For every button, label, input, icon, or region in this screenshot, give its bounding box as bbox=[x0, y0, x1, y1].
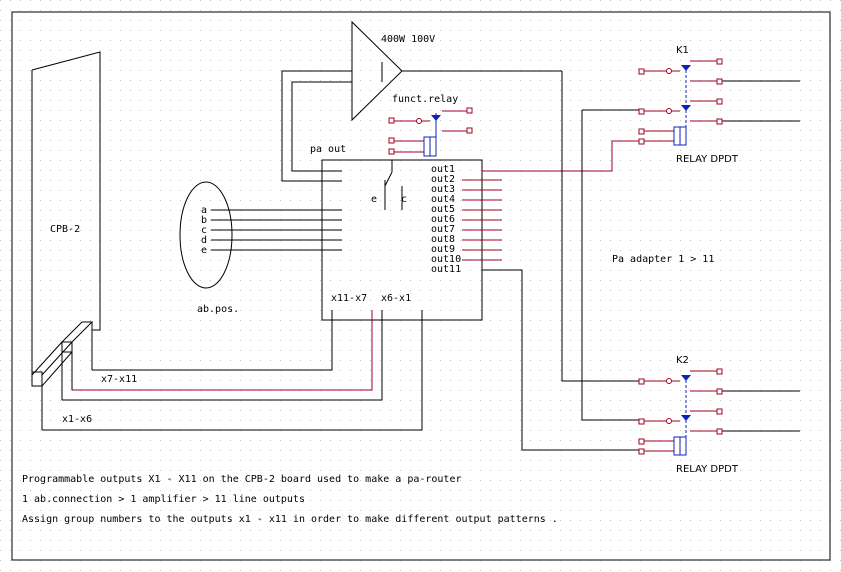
ab-letter: c bbox=[201, 225, 207, 236]
out-label: out2 bbox=[431, 174, 455, 185]
out-label: out1 bbox=[431, 164, 455, 175]
cpb2-board: CPB-2 bbox=[31, 51, 101, 387]
out-label: out3 bbox=[431, 184, 455, 195]
drawing-frame bbox=[11, 11, 831, 561]
x1-x6-label: x1-x6 bbox=[62, 414, 92, 425]
out-label: out7 bbox=[431, 224, 455, 235]
ab-letter: a bbox=[201, 205, 207, 216]
k1-label: K1 bbox=[676, 45, 689, 56]
cpb2-label: CPB-2 bbox=[50, 224, 80, 235]
out-label: out11 bbox=[431, 264, 461, 275]
x7-x11-label: x7-x11 bbox=[101, 374, 137, 385]
ab-letter: e bbox=[201, 245, 207, 256]
pa-adapter-label: Pa adapter 1 > 11 bbox=[612, 254, 714, 265]
k2-label: K2 bbox=[676, 355, 689, 366]
pa-router-box: e c x11-x7 x6-x1 out1out2out3out4out5out… bbox=[321, 159, 502, 321]
pa-out-label: pa out bbox=[310, 144, 346, 155]
note-line-3: Assign group numbers to the outputs x1 -… bbox=[22, 514, 558, 525]
relay-k2 bbox=[638, 368, 800, 456]
x11-x7-label: x11-x7 bbox=[331, 293, 367, 304]
cpb2-wiring: x7-x11 x1-x6 bbox=[41, 310, 423, 431]
note-line-1: Programmable outputs X1 - X11 on the CPB… bbox=[22, 474, 462, 485]
funct-relay-label: funct.relay bbox=[392, 94, 458, 105]
relay2-label: RELAY DPDT bbox=[676, 464, 739, 475]
note-line-2: 1 ab.connection > 1 amplifier > 11 line … bbox=[22, 494, 305, 505]
x6-x1-label: x6-x1 bbox=[381, 293, 411, 304]
out-label: out9 bbox=[431, 244, 455, 255]
function-relay: funct.relay bbox=[388, 94, 473, 157]
ab-letter: b bbox=[201, 215, 207, 226]
relay1-label: RELAY DPDT bbox=[676, 154, 739, 165]
out-label: out5 bbox=[431, 204, 455, 215]
contact-e-label: e bbox=[371, 194, 377, 205]
out-label: out8 bbox=[431, 234, 455, 245]
amplifier-400w: 400W 100V pa out bbox=[281, 20, 562, 182]
ab-pos-label: ab.pos. bbox=[197, 304, 239, 315]
ab-letter: d bbox=[201, 235, 207, 246]
amp-label: 400W 100V bbox=[381, 34, 435, 45]
out-label: out4 bbox=[431, 194, 455, 205]
out-label: out6 bbox=[431, 214, 455, 225]
contact-c-label: c bbox=[401, 194, 407, 205]
output-routing bbox=[482, 71, 642, 451]
out-label: out10 bbox=[431, 254, 461, 265]
relay-k1 bbox=[638, 58, 800, 146]
